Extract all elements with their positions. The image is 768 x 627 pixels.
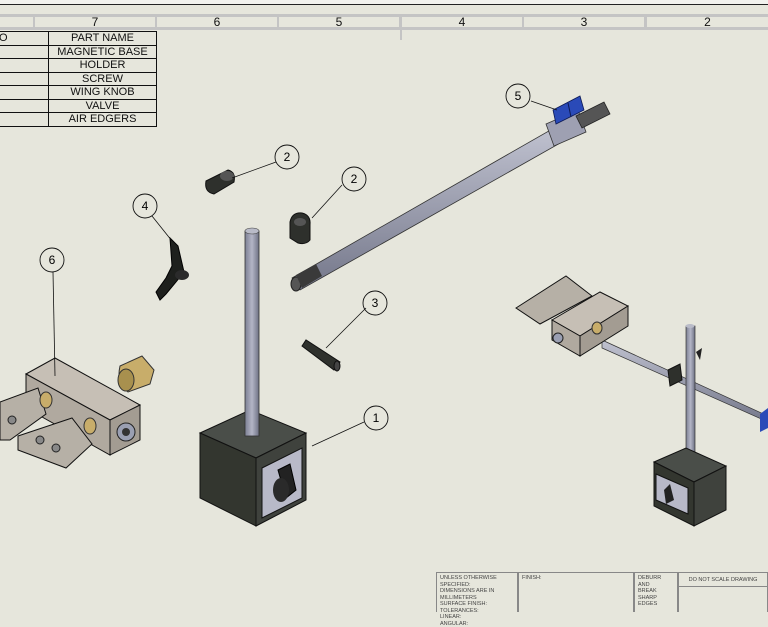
magnetic-base-part xyxy=(198,227,308,527)
svg-text:4: 4 xyxy=(142,199,149,213)
balloon-2a[interactable]: 2 xyxy=(274,144,300,170)
screw-part xyxy=(301,339,341,372)
title-block-cell xyxy=(678,586,768,612)
holder-part-a xyxy=(205,169,235,195)
zone-cell-7: 7 xyxy=(35,15,155,29)
balloon-6[interactable]: 6 xyxy=(39,247,65,273)
title-block-deburr: DEBURR AND BREAK SHARP EDGES xyxy=(634,572,678,612)
zone-cell-2: 2 xyxy=(647,15,768,29)
bom-header-row: O PART NAME xyxy=(0,31,157,46)
zone-label-5: 5 xyxy=(335,15,343,29)
bom-row: AIR EDGERS xyxy=(0,112,157,127)
bom-part-name: MAGNETIC BASE xyxy=(48,44,157,59)
svg-text:3: 3 xyxy=(372,296,379,310)
balloon-5[interactable]: 5 xyxy=(505,83,531,109)
zone-label-2: 2 xyxy=(704,15,711,29)
zone-cell-8 xyxy=(0,17,33,27)
title-block-scale-note: DO NOT SCALE DRAWING xyxy=(678,572,768,586)
rod-with-valve-part xyxy=(290,95,611,292)
zone-cell-4: 4 xyxy=(402,15,522,29)
holder-part-b xyxy=(289,212,311,245)
zone-label-6: 6 xyxy=(213,15,221,29)
window-top-edge xyxy=(0,0,768,5)
balloon-3[interactable]: 3 xyxy=(362,290,388,316)
zone-cell-6: 6 xyxy=(157,15,277,29)
title-block-finish: FINISH: xyxy=(518,572,634,612)
leader-lines xyxy=(52,100,558,447)
svg-text:2: 2 xyxy=(351,172,358,186)
balloon-4[interactable]: 4 xyxy=(132,193,158,219)
bom-header-name: PART NAME xyxy=(48,31,157,46)
zone-cell-5: 5 xyxy=(279,15,399,29)
svg-text:1: 1 xyxy=(373,411,380,425)
bom-part-name: AIR EDGERS xyxy=(48,112,157,127)
zone-cell-3: 3 xyxy=(524,15,644,29)
svg-text:6: 6 xyxy=(49,253,56,267)
wing-knob-part xyxy=(155,236,189,301)
assembled-view xyxy=(515,275,768,527)
air-edgers-part xyxy=(0,355,155,469)
svg-text:2: 2 xyxy=(284,150,291,164)
zone-label-3: 3 xyxy=(580,15,588,29)
exploded-view-drawing[interactable]: 1 2 2 3 4 5 6 xyxy=(0,0,768,612)
balloon-1[interactable]: 1 xyxy=(363,405,389,431)
bom-row: MAGNETIC BASE xyxy=(0,44,157,59)
zone-label-4: 4 xyxy=(458,15,466,29)
svg-text:5: 5 xyxy=(515,89,522,103)
zone-tick xyxy=(400,30,402,40)
title-block-tolerances: UNLESS OTHERWISE SPECIFIED: DIMENSIONS A… xyxy=(436,572,518,627)
bill-of-materials-table: O PART NAME MAGNETIC BASE HOLDER SCREW W… xyxy=(0,31,157,127)
zone-label-7: 7 xyxy=(91,15,99,29)
balloon-2b[interactable]: 2 xyxy=(341,166,367,192)
